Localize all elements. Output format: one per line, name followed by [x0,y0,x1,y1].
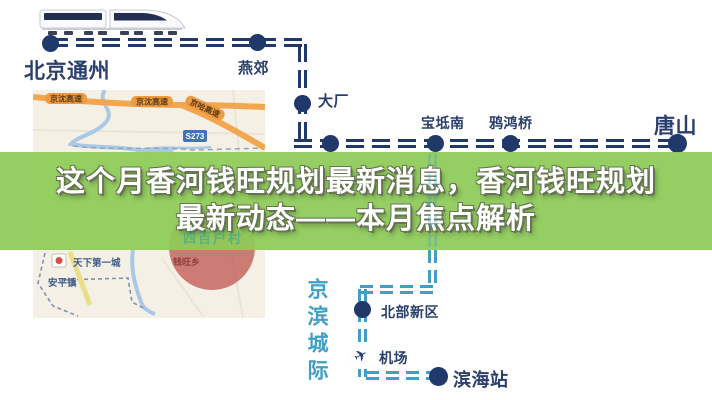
station-dot-baodinan [427,135,444,152]
poi-anping-label: 安平镇 [48,277,77,289]
poi-theme-park-label: 天下第一城 [73,257,121,269]
map-highway-branch [179,102,265,151]
road-shield: S273 [183,130,207,142]
title-overlay: 这个月香河钱旺规划最新消息，香河钱旺规划 最新动态——本月焦点解析 [0,152,712,250]
station-dot-dachang [294,95,311,112]
theme-park-icon [51,253,67,268]
svg-text:京沈高速: 京沈高速 [50,94,82,104]
map-river-south [130,249,156,316]
station-label-dachang: 大厂 [318,93,350,110]
train-illustration [39,9,186,35]
station-label-baodinan: 宝坻南 [421,115,465,131]
station-dot-yahongqiao [502,135,519,152]
rail-line-segment-top [50,38,304,47]
jingbin-line-segment [358,289,367,377]
station-dot-tongzhou [42,35,59,52]
map-boundary-line [62,277,146,310]
station-dot-unlabeled [322,135,339,152]
title-line-2: 最新动态——本月焦点解析 [175,203,536,235]
rail-line-segment-bottom [294,139,684,148]
station-label-yahongqiao: 鸦鸿桥 [489,115,533,131]
highway-label: 京沈高速 [131,96,173,107]
station-dot-beibuxinqu [354,301,371,318]
jingbin-line-segment [366,371,436,380]
rail-line-segment-ghost [428,154,437,248]
title-line-1: 这个月香河钱旺规划最新消息，香河钱旺规划 [55,166,656,198]
svg-text:京沈高速: 京沈高速 [136,97,168,107]
station-dot-tangshan [668,134,687,153]
rail-line-segment-down [298,44,307,142]
station-label-jichang: 机场 [379,350,408,366]
station-dot-yanjiao [249,34,266,51]
station-label-binhai: 滨海站 [453,370,509,390]
station-label-beibuxinqu: 北部新区 [381,304,439,320]
map-boundary-line [72,145,265,151]
station-label-tangshan: 唐山 [654,115,697,138]
map-ghost-label: 四百户村 [183,231,244,246]
map-yellow-road [67,251,93,306]
jingbin-line-segment [360,285,437,294]
station-dot-binhai [429,367,448,386]
highlight-area-label: 钱旺乡 [173,256,200,267]
station-label-yanjiao: 燕郊 [238,60,270,77]
map-boundary-line [37,252,79,317]
jingbin-line-name: 京滨城际 [305,278,328,386]
jingbin-line-segment [428,250,437,290]
map-river [67,90,174,154]
highway-label: 京沈高速 [45,93,87,104]
airport-icon: ✈ [345,340,377,372]
svg-text:S273: S273 [186,132,205,141]
station-label-tongzhou: 北京通州 [24,60,110,83]
